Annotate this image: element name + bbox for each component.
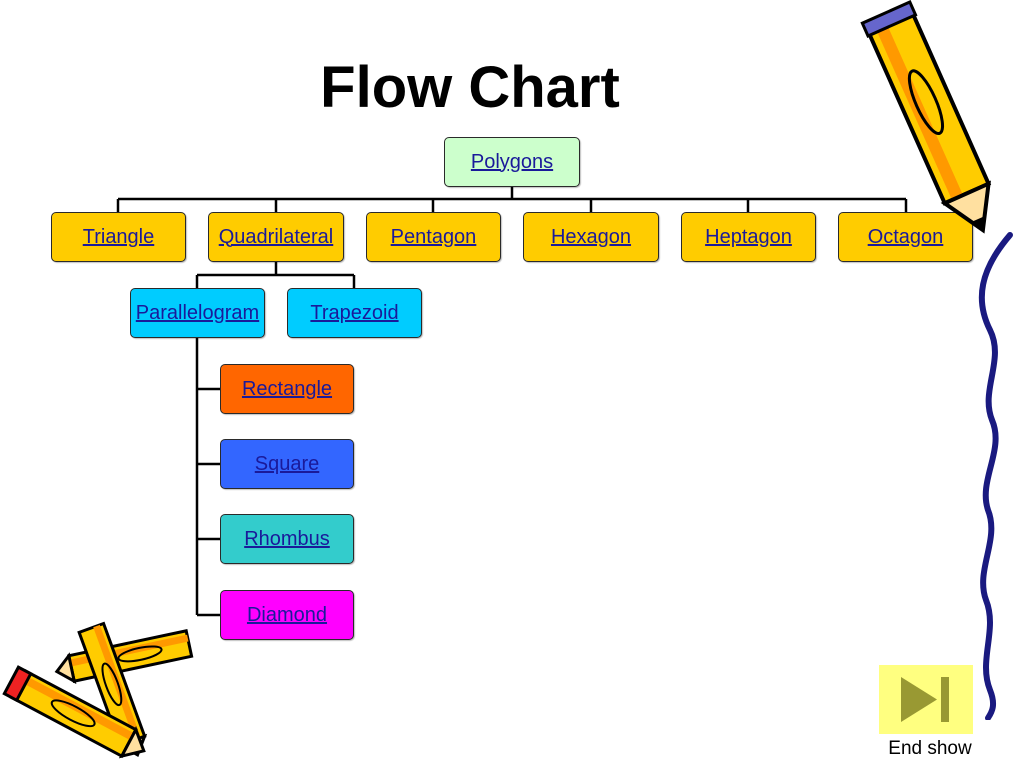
end-show-icon (901, 677, 949, 722)
end-show-label: End show (888, 738, 972, 759)
node-label: Polygons (470, 150, 554, 173)
node-label: Square (254, 452, 320, 475)
node-triangle[interactable]: Triangle (51, 212, 186, 262)
node-label: Octagon (867, 225, 944, 248)
pencil-icon (860, 0, 992, 234)
node-label: Hexagon (550, 225, 632, 248)
node-parallelogram[interactable]: Parallelogram (130, 288, 265, 338)
node-polygons[interactable]: Polygons (444, 137, 580, 187)
node-diamond[interactable]: Diamond (220, 590, 354, 640)
node-rectangle[interactable]: Rectangle (220, 364, 354, 414)
node-quadrilateral[interactable]: Quadrilateral (208, 212, 344, 262)
node-label: Trapezoid (310, 301, 399, 324)
node-heptagon[interactable]: Heptagon (681, 212, 816, 262)
crossed-pencils-icon (2, 621, 194, 759)
node-hexagon[interactable]: Hexagon (523, 212, 659, 262)
node-label: Triangle (82, 225, 155, 248)
slide-title: Flow Chart (320, 55, 620, 120)
node-pentagon[interactable]: Pentagon (366, 212, 501, 262)
node-label: Pentagon (390, 225, 477, 248)
node-square[interactable]: Square (220, 439, 354, 489)
node-label: Rectangle (241, 377, 333, 400)
node-rhombus[interactable]: Rhombus (220, 514, 354, 564)
node-trapezoid[interactable]: Trapezoid (287, 288, 422, 338)
end-show-button[interactable] (879, 665, 973, 734)
node-label: Heptagon (705, 225, 792, 248)
node-label: Parallelogram (135, 301, 260, 324)
node-label: Diamond (246, 603, 328, 626)
wavy-line-decoration (978, 232, 1013, 720)
node-octagon[interactable]: Octagon (838, 212, 973, 262)
node-label: Quadrilateral (218, 225, 334, 248)
node-label: Rhombus (244, 527, 330, 550)
